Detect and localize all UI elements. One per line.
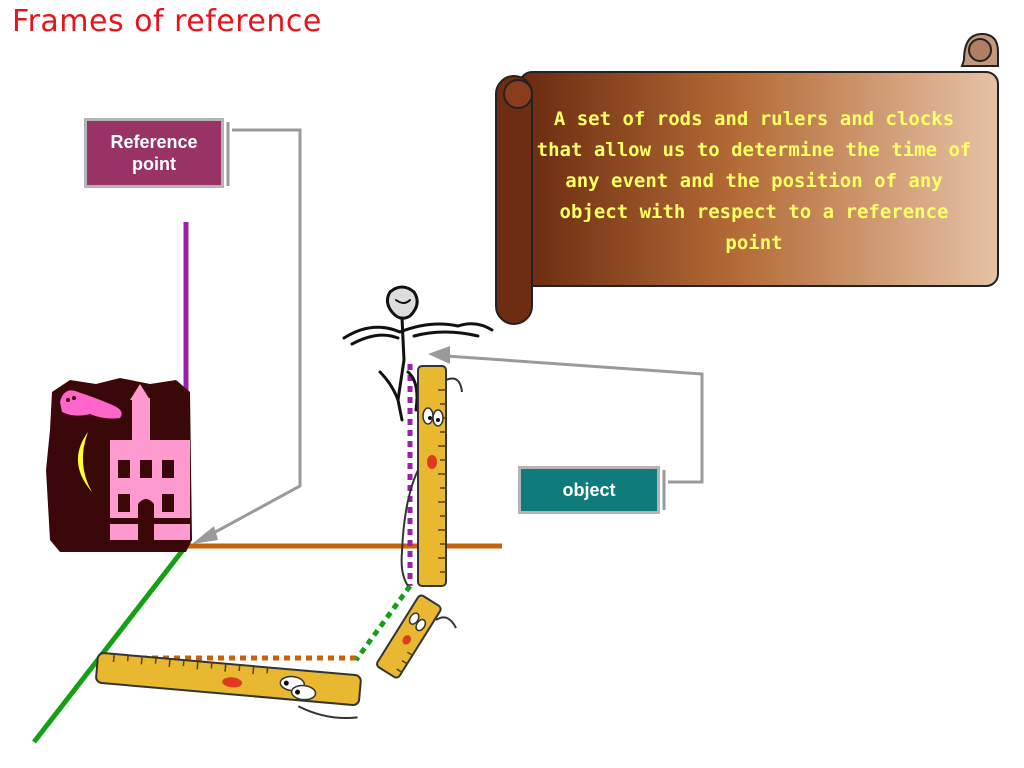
- ruler-character-clipart: [400, 365, 463, 587]
- ghost-clipart: [60, 390, 122, 419]
- small-ruler-character-clipart: [376, 594, 442, 679]
- stick-figure-clipart: [342, 285, 494, 422]
- reference-connector: [192, 122, 302, 544]
- moon-clipart: [77, 432, 92, 492]
- scroll-definition-text: A set of rods and rulers and clocks that…: [536, 108, 972, 254]
- reference-point-label: Reference point: [84, 118, 224, 188]
- object-label: object: [518, 466, 660, 514]
- object-connector: [428, 346, 704, 510]
- z-projection-dotted: [353, 584, 413, 662]
- scroll-banner: [495, 32, 999, 325]
- lying-ruler-character-clipart: [95, 652, 362, 719]
- slide-title: Frames of reference: [12, 4, 322, 39]
- z-axis: [32, 544, 188, 744]
- castle-clipart: [46, 378, 192, 552]
- small-ruler-arm: [435, 616, 457, 629]
